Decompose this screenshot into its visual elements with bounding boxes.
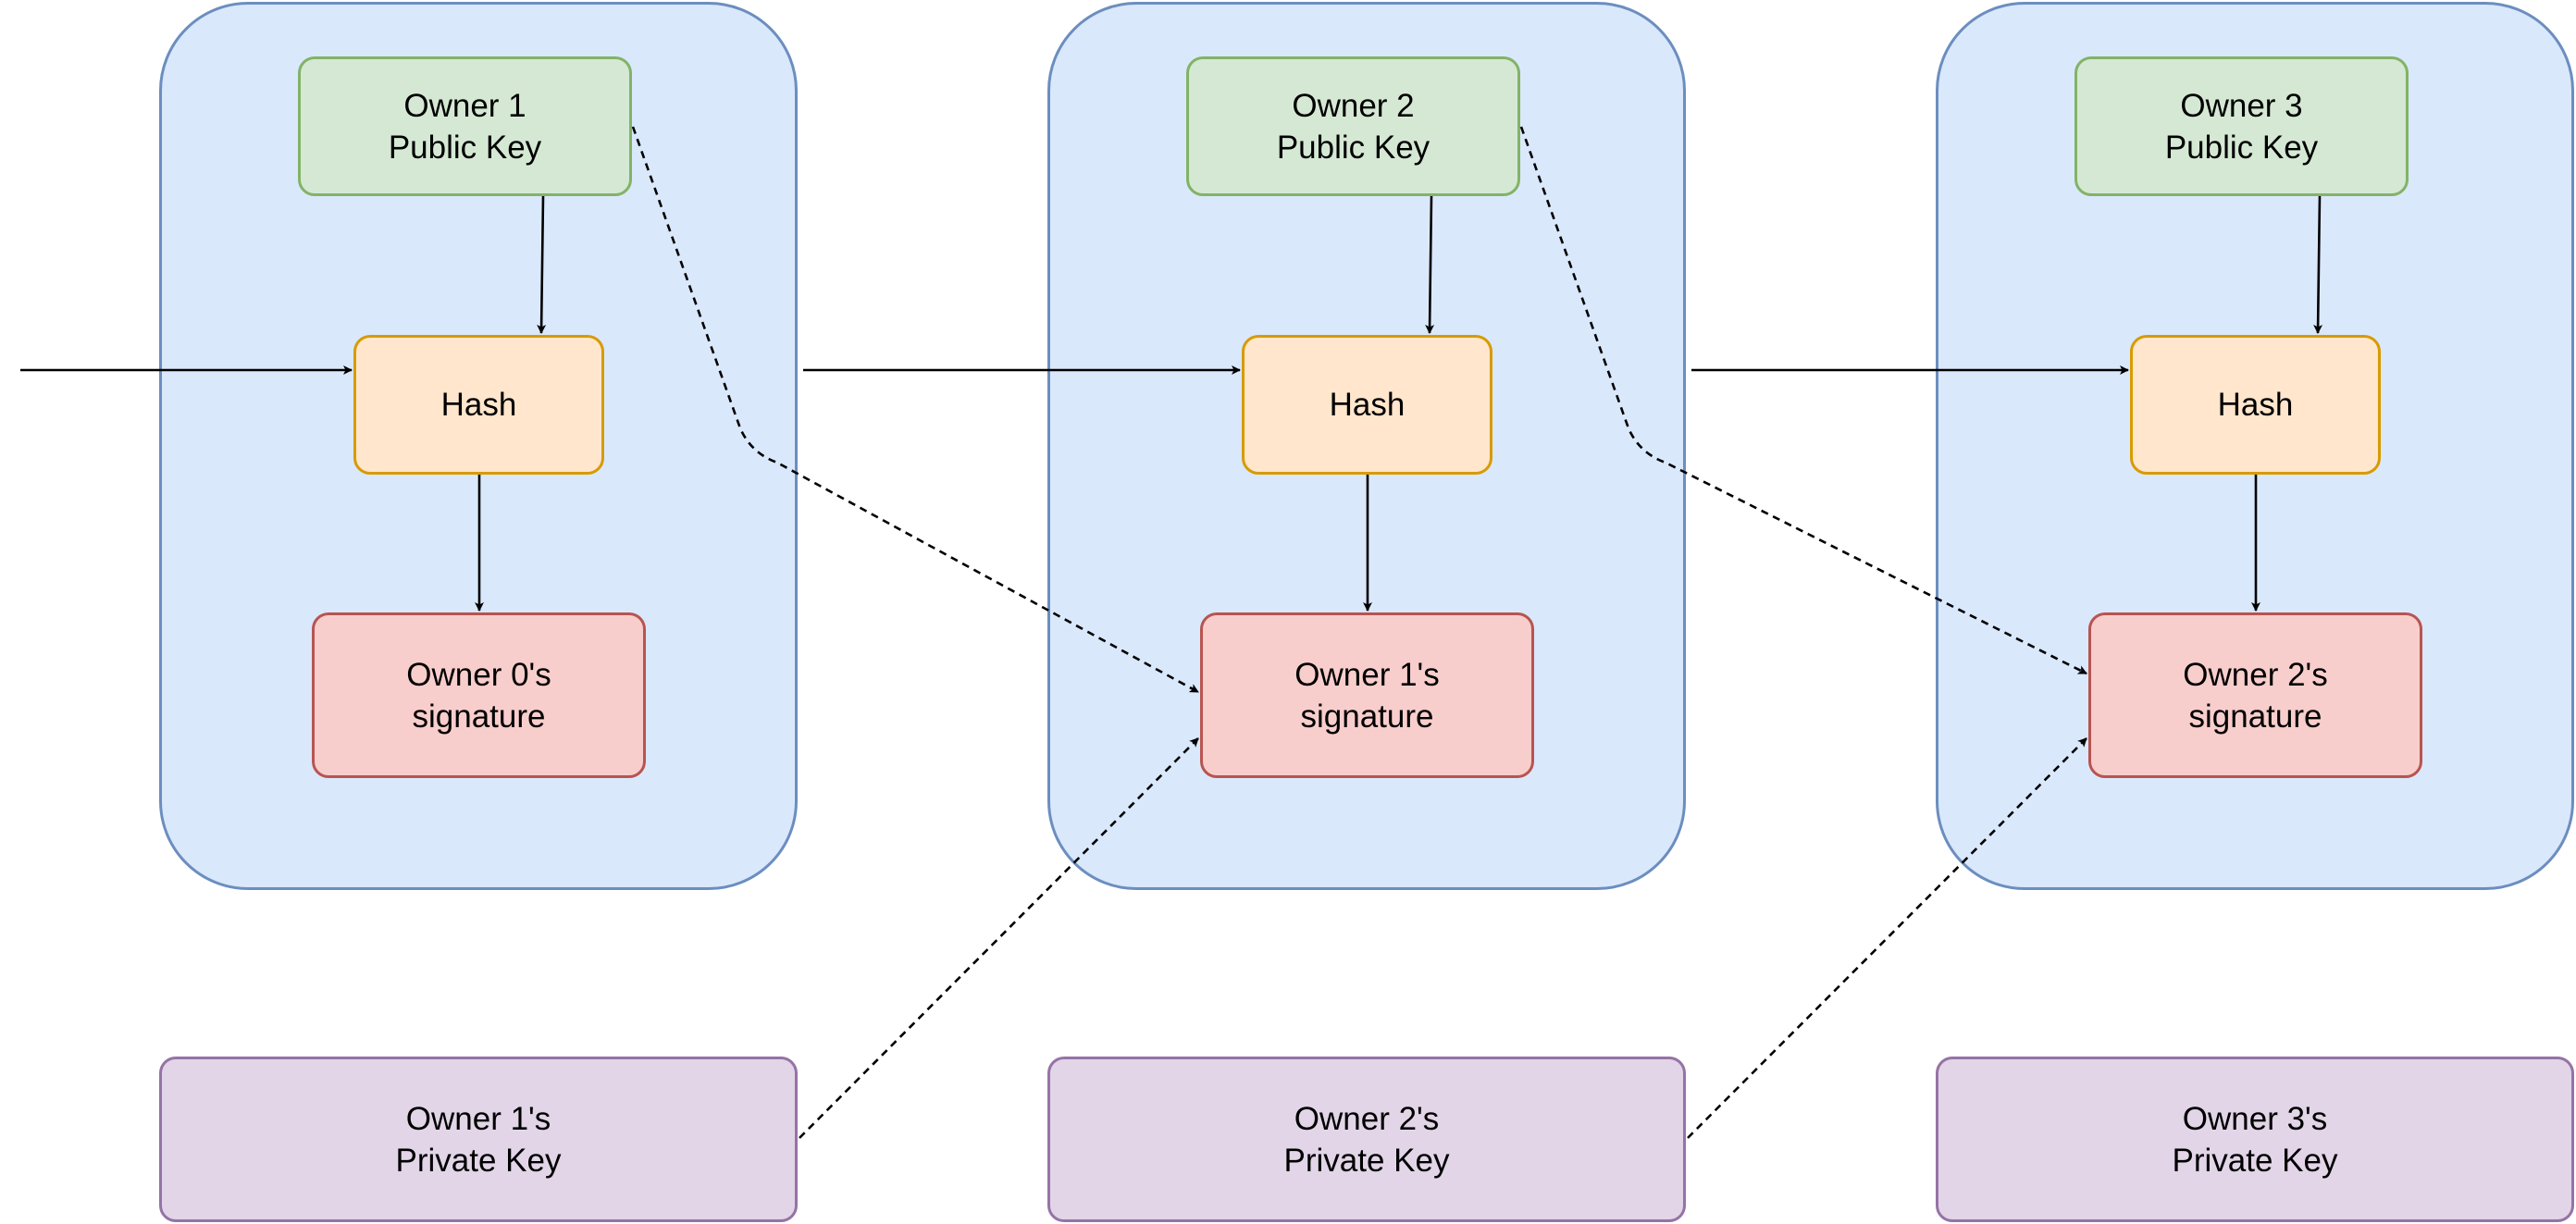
owner-2-private-key-box: Owner 2's Private Key <box>1047 1057 1686 1222</box>
hash-box-2: Hash <box>1242 335 1492 475</box>
owner-1-public-key-box: Owner 1 Public Key <box>298 56 632 196</box>
privkey-2-to-owner-2-signature-dashed <box>1687 737 2087 1139</box>
hash-box-3: Hash <box>2130 335 2381 475</box>
owner-2-public-key-box: Owner 2 Public Key <box>1186 56 1520 196</box>
owner-0-signature-box: Owner 0's signature <box>312 612 646 778</box>
owner-3-public-key-box: Owner 3 Public Key <box>2074 56 2409 196</box>
hash-box-1: Hash <box>353 335 604 475</box>
pubkey-2-to-hash-arrow <box>1425 195 1435 334</box>
pubkey-1-to-owner-1-signature-dashed <box>631 126 1199 694</box>
pubkey-2-to-owner-2-signature-dashed <box>1519 126 2087 675</box>
owner-1-private-key-box: Owner 1's Private Key <box>159 1057 798 1222</box>
pubkey-3-to-hash-arrow <box>2313 195 2323 334</box>
owner-2-signature-box: Owner 2's signature <box>2088 612 2422 778</box>
owner-1-signature-box: Owner 1's signature <box>1200 612 1534 778</box>
owner-3-private-key-box: Owner 3's Private Key <box>1936 1057 2574 1222</box>
pubkey-1-to-hash-arrow <box>537 195 547 334</box>
privkey-1-to-owner-1-signature-dashed <box>799 737 1199 1139</box>
